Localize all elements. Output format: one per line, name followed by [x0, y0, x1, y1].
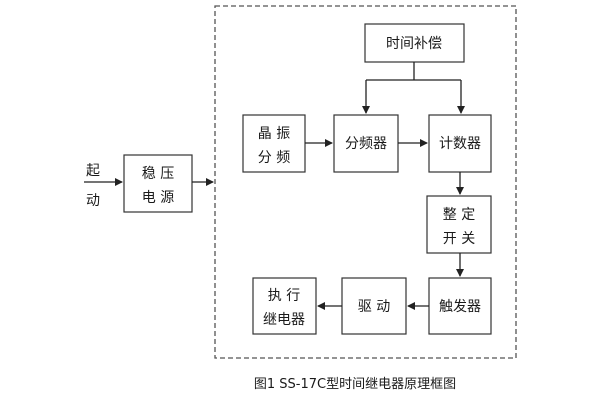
time-compensation-block: 时间补偿 — [364, 23, 465, 63]
driver-block: 驱 动 — [341, 277, 407, 335]
trigger-block: 触发器 — [428, 277, 492, 335]
regulator-line2: 电 源 — [142, 190, 174, 206]
crystal-line2: 分 频 — [258, 150, 290, 166]
relay-line2: 继电器 — [263, 312, 305, 328]
switch-line2: 开 关 — [443, 231, 475, 247]
counter-block: 计数器 — [428, 114, 492, 173]
counter-label: 计数器 — [439, 136, 481, 152]
driver-label: 驱 动 — [358, 299, 390, 315]
regulator-line1: 稳 压 — [142, 166, 174, 182]
execution-relay-block: 执 行 继电器 — [252, 277, 317, 335]
crystal-divider-block: 晶 振 分 频 — [242, 114, 306, 173]
switch-line1: 整 定 — [443, 207, 475, 223]
figure-caption: 图1 SS-17C型时间继电器原理框图 — [254, 377, 456, 392]
start-label-line2: 动 — [86, 193, 100, 209]
crystal-line1: 晶 振 — [258, 126, 290, 142]
relay-line1: 执 行 — [268, 288, 300, 304]
dashed-enclosure — [214, 5, 517, 359]
trigger-label: 触发器 — [439, 299, 481, 315]
time-comp-label: 时间补偿 — [386, 36, 442, 52]
regulated-power-supply-block: 稳 压 电 源 — [123, 154, 193, 213]
start-label-line1: 起 — [86, 163, 100, 179]
divider-label: 分频器 — [345, 136, 387, 152]
frequency-divider-block: 分频器 — [333, 114, 399, 173]
setting-switch-block: 整 定 开 关 — [426, 195, 492, 254]
